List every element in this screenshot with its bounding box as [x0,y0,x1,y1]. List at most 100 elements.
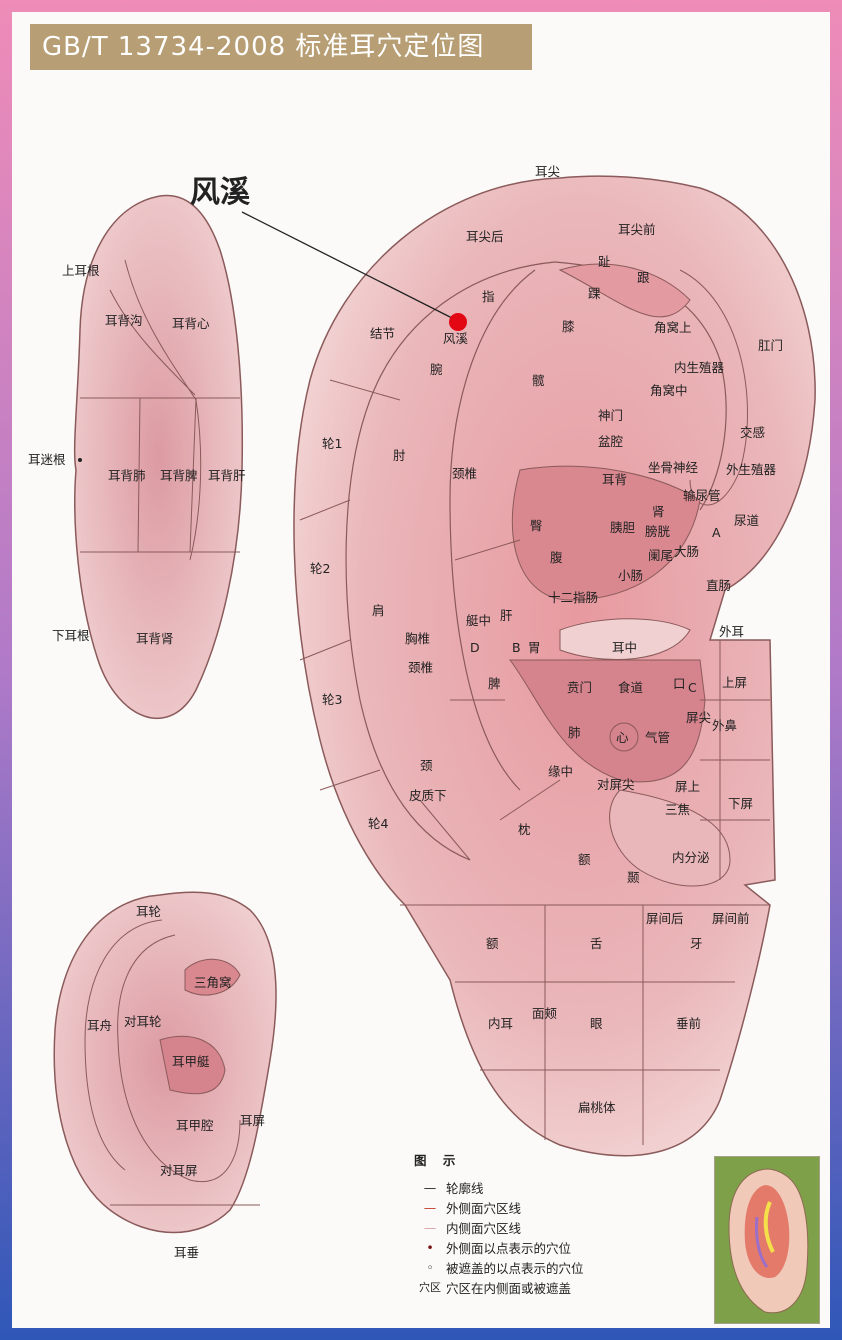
region-label: 胸椎 [405,631,430,646]
region-label: 牙 [690,936,703,951]
region-label: 结节 [370,326,395,341]
region-label: 踝 [588,286,601,301]
legend-item: —轮廓线 [423,1179,484,1196]
region-label: 耳轮 [136,904,161,919]
main-ear [293,175,816,1157]
legend-item: —外侧面穴区线 [423,1199,522,1216]
region-label: 肛门 [758,338,783,353]
region-label: 肺 [568,725,581,740]
region-label: 额 [486,936,499,951]
region-label: 角窝上 [654,320,692,335]
region-label: 髋 [532,373,545,388]
region-label: 风溪 [443,331,469,346]
region-label: 肩 [372,603,385,618]
region-label: 对屏尖 [597,777,635,792]
region-label: 耳甲艇 [172,1054,210,1069]
region-label: 扁桃体 [578,1100,616,1115]
region-label: 缘中 [548,764,573,779]
region-label: 耳背肾 [136,631,174,646]
region-label: 腕 [430,362,443,377]
region-label: A [712,525,721,540]
region-label: B [512,640,521,655]
region-label: 跟 [637,270,650,285]
legend-item: 穴区穴区在内侧面或被遮盖 [419,1280,572,1296]
region-label: 内生殖器 [674,360,725,375]
region-label: 神门 [598,408,623,423]
region-label: 心 [616,730,629,745]
region-label: 耳甲腔 [176,1118,214,1133]
region-label: 耳背 [602,472,627,487]
back-ear-labels: 上耳根 耳背沟 耳背心 耳迷根 耳背肺 耳背脾 耳背肝 下耳根 耳背肾 [28,263,246,646]
region-label: 耳舟 [87,1018,112,1033]
legend-title: 图 示 [414,1153,462,1168]
region-label: 舌 [590,936,603,951]
side-ear-labels: 耳轮 三角窝 耳舟 对耳轮 耳甲艇 耳甲腔 耳屏 对耳屏 耳垂 [87,904,265,1260]
region-label: 面颊 [532,1006,557,1021]
region-label: 皮质下 [409,788,447,803]
region-label: 艇中 [466,613,491,628]
region-label: 大肠 [674,544,699,559]
region-label: 耳尖 [535,164,560,179]
region-label: 颈椎 [452,466,477,481]
region-label: 盆腔 [598,434,623,449]
region-label: 轮3 [322,692,342,707]
region-label: 耳背肝 [208,468,246,483]
region-label: 外耳 [719,624,744,639]
region-label: 下耳根 [52,628,90,643]
region-label: 胰胆 [610,520,635,535]
region-label: 内耳 [488,1016,513,1031]
back-ear [73,194,244,719]
legend-item: —内侧面穴区线 [423,1219,522,1236]
region-label: 膝 [562,319,575,334]
region-label: 十二指肠 [548,590,598,605]
region-label: 耳尖后 [466,229,504,244]
region-label: 胃 [528,640,541,655]
region-label: 轮4 [368,816,389,831]
region-label: 臀 [530,518,543,533]
ear-thumbnail-icon [728,1168,809,1314]
region-label: 食道 [618,680,644,695]
region-label: 三角窝 [194,975,232,990]
region-label: 阑尾 [648,548,673,563]
region-label: 耳中 [612,640,637,655]
region-label: 气管 [645,730,670,745]
region-label: 贲门 [567,680,592,695]
page-title: GB/T 13734-2008 标准耳穴定位图 [30,24,532,70]
region-label: 上屏 [722,675,747,690]
region-label: 屏上 [675,779,700,794]
region-label: 肘 [393,448,406,463]
region-label: 耳尖前 [618,222,656,237]
region-label: 直肠 [706,578,731,593]
region-label: 颈椎 [408,660,433,675]
region-label: 腹 [550,550,563,565]
region-label: 颈 [420,758,433,773]
region-label: 下屏 [728,796,753,811]
region-label: 交感 [740,425,765,440]
legend-item: •外侧面以点表示的穴位 [426,1239,572,1256]
legend: 图 示 —轮廓线 —外侧面穴区线 —内侧面穴区线 •外侧面以点表示的穴位 ◦被遮… [414,1150,714,1320]
region-label: 口 [673,676,686,691]
region-label: 屏间后 [646,911,684,926]
region-label: 耳背肺 [108,468,146,483]
region-label: 耳屏 [240,1113,265,1128]
region-label: 小肠 [618,568,643,583]
region-label: C [688,680,697,695]
region-label: 额 [578,852,591,867]
region-label: 趾 [598,254,611,269]
region-label: 内分泌 [672,850,710,865]
region-label: 角窝中 [650,383,688,398]
region-label: 屏尖 [686,710,711,725]
region-label: 垂前 [676,1016,701,1031]
region-label: 眼 [590,1016,603,1031]
region-label: 坐骨神经 [648,460,699,475]
region-label: 指 [482,289,495,304]
region-label: 耳垂 [174,1245,199,1260]
region-label: 三焦 [665,802,690,817]
highlight-marker [449,313,467,331]
region-label: 轮1 [322,436,342,451]
region-label: 肝 [500,608,513,623]
region-label: 屏间前 [712,911,750,926]
region-label: 外生殖器 [726,462,777,477]
main-ear-labels: 耳尖 耳尖后 耳尖前 指 趾 跟 踝 结节 风溪 腕 膝 角窝上 肛门 轮1 肘… [310,164,783,1115]
